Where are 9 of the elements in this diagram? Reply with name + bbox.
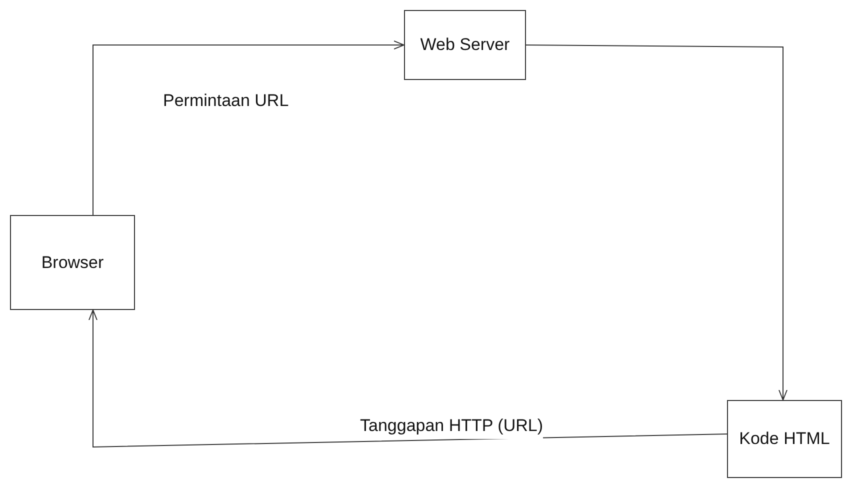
box-label: Kode HTML <box>739 428 830 450</box>
process-box <box>10 215 135 310</box>
arrow <box>88 310 728 448</box>
box-label: Web Server <box>420 34 510 56</box>
box-label: Browser <box>41 252 104 274</box>
process-box <box>404 10 526 80</box>
process-box <box>727 400 842 478</box>
arrow <box>92 40 404 216</box>
arrow <box>526 44 788 400</box>
